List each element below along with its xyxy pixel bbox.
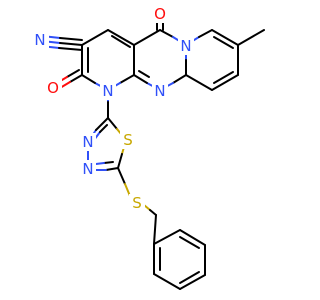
ring-bond bbox=[117, 153, 123, 169]
ring-bond bbox=[153, 229, 181, 245]
atom-labels: N O O N N N S N N S bbox=[33, 5, 194, 212]
thiadiazole-n2-label: N bbox=[82, 160, 93, 178]
ring-bond bbox=[198, 29, 213, 38]
ring-bond bbox=[95, 162, 105, 165]
ring-bond bbox=[179, 271, 200, 284]
ring-bond bbox=[138, 70, 150, 78]
ring-bond bbox=[107, 29, 135, 46]
thiadiazole-s-label: S bbox=[123, 131, 133, 149]
thioether-bond bbox=[117, 167, 126, 185]
ring-bond bbox=[159, 29, 174, 38]
molecule-structure: N O O N N N S N N S bbox=[33, 5, 265, 290]
ring-bond bbox=[133, 74, 148, 84]
ring-bond bbox=[179, 236, 200, 249]
ring-bond bbox=[153, 273, 181, 290]
ring-bond bbox=[81, 29, 109, 46]
carbonyl-o-top-label: O bbox=[154, 5, 166, 23]
thioether-bond bbox=[149, 209, 157, 216]
ring-bond bbox=[107, 117, 118, 130]
nitrile-triple-bond bbox=[59, 42, 83, 46]
ring-bond bbox=[185, 74, 213, 91]
ring-bond bbox=[81, 74, 96, 84]
n1-label: N bbox=[102, 82, 113, 100]
thioether-s-label: S bbox=[132, 194, 142, 212]
ring-bond bbox=[213, 36, 234, 49]
n-bridge-label: N bbox=[154, 82, 165, 100]
ring-bond bbox=[119, 74, 135, 84]
carbonyl-bond bbox=[66, 69, 80, 78]
ring-bond bbox=[211, 74, 239, 91]
ring-bond bbox=[211, 29, 239, 46]
ring-bond bbox=[95, 117, 109, 131]
benzyl-bond bbox=[153, 214, 157, 245]
ring-bond bbox=[133, 29, 161, 46]
ring-bond bbox=[179, 274, 206, 290]
carbonyl-o-left-label: O bbox=[47, 79, 59, 97]
ring-bond bbox=[103, 161, 114, 164]
ring-bond bbox=[172, 74, 187, 84]
methyl-bond bbox=[237, 29, 265, 46]
thiadiazole-n1-label: N bbox=[82, 133, 93, 151]
ring-bond bbox=[179, 229, 206, 246]
ring-bond bbox=[111, 35, 131, 48]
ring-bond bbox=[105, 167, 119, 171]
nitrile-triple-bond bbox=[59, 37, 83, 41]
bonds bbox=[40, 13, 265, 290]
carbonyl-bond bbox=[69, 74, 83, 83]
cyano-n-label: N bbox=[34, 31, 45, 49]
ring-bond bbox=[99, 124, 108, 133]
ring-bond bbox=[213, 71, 234, 84]
n-ring-label: N bbox=[180, 37, 191, 55]
nitrile-triple-bond bbox=[58, 47, 83, 51]
